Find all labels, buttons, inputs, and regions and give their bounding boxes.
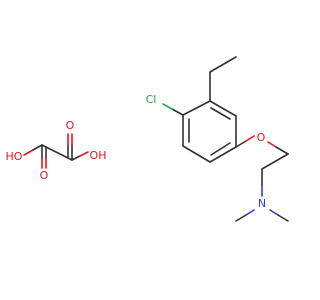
chlorine-label: Cl [146,93,157,106]
chemical-structure-canvas: HO O O OH [5,56,289,222]
ring-bond-4-5 [209,146,237,163]
ring-inner-double-2-3 [210,107,231,120]
ring-bond-2-3 [209,100,237,117]
bond-c2-oh-c [71,155,81,161]
n-methyl-left-n [245,209,255,216]
och2-bond-o [267,141,277,148]
ring-inner-double-4-5 [210,142,231,156]
n-methyl-left-c [235,214,247,222]
ether-bond-o [245,135,255,142]
ring-bond-1-2 [182,100,211,116]
bond-ho-c1-c [32,144,43,151]
hydroxyl-left-label: HO [6,150,23,163]
chloro-bond-c [171,108,184,116]
hydroxyl-right-label: OH [90,149,107,162]
ring-bond-5-6 [182,145,211,163]
ether-bond-c [235,140,247,148]
ethyl-bond-2 [209,56,237,73]
oxalic-acid-molecule: HO O O OH [6,119,107,182]
carbonyl-left-label: O [40,169,49,182]
bond-ho-c1-o [23,149,34,156]
n-methyl-right-n [269,209,279,216]
molecule-drawing: HO O O OH [6,56,289,222]
n-methyl-right-c [277,214,289,222]
amine-nitrogen-label: N [258,197,266,210]
ch2-ch2-bond-partial [261,153,289,170]
och2-bond-c [275,146,289,155]
ether-oxygen-label: O [257,131,266,144]
amine-ether-molecule: Cl O N [146,56,289,222]
chloro-bond-cl [162,103,173,110]
bond-c2-oh-o [79,151,89,157]
carbonyl-right-label: O [66,119,75,132]
bond-c1-c2 [41,144,73,161]
